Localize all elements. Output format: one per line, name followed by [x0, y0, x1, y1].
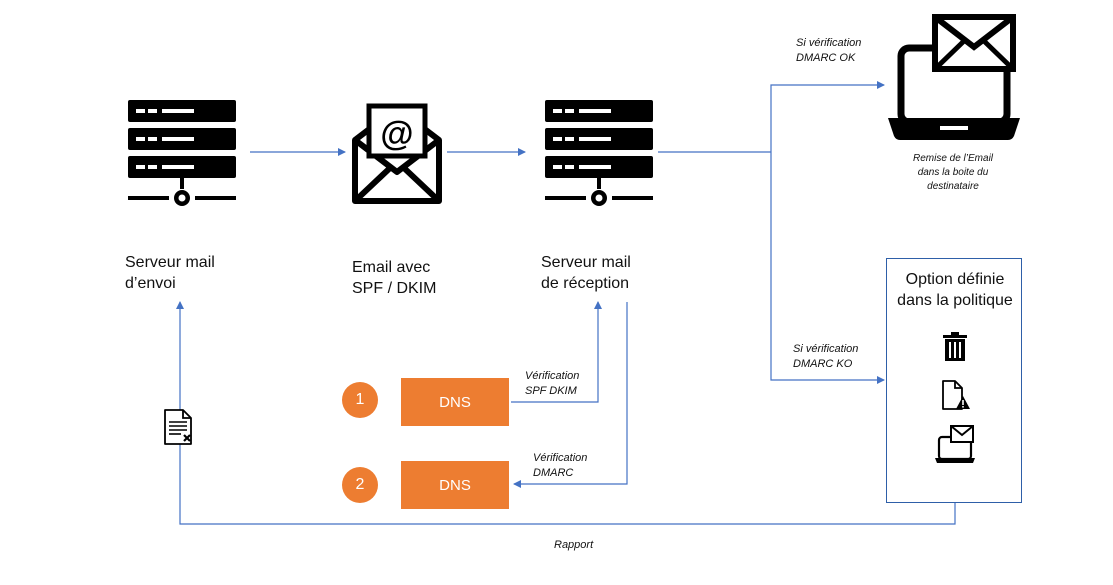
- report-label: Rapport: [554, 539, 594, 551]
- branch-ko-label: Si vérification DMARC KO: [793, 343, 859, 370]
- email-label: Email avec SPF / DKIM: [352, 259, 437, 297]
- svg-text:@: @: [380, 115, 413, 153]
- step-badge: 1: [342, 382, 378, 418]
- arrow-dns1-to-receiver: [511, 301, 602, 403]
- dns-box: DNS: [401, 378, 509, 426]
- email-envelope-icon: @: [352, 103, 442, 204]
- arrow-report: [176, 301, 956, 525]
- server-icon: [545, 100, 653, 206]
- dns-check-label: Vérification DMARC: [533, 452, 588, 479]
- policy-option-title: Option définie dans la politique: [897, 271, 1013, 309]
- dns-check-label: Vérification SPF DKIM: [525, 370, 580, 397]
- policy-option-box: Option définie dans la politique: [886, 258, 1022, 503]
- dns-box: DNS: [401, 461, 509, 509]
- delivery-label: Remise de l’Email dans la boite du desti…: [912, 153, 994, 192]
- report-document-icon: [164, 409, 192, 445]
- document-warning-icon: [942, 380, 970, 410]
- arrow-branch-ko: [770, 152, 885, 384]
- step-badge: 2: [342, 467, 378, 503]
- server-icon: [128, 100, 236, 206]
- branch-ok-label: Si vérification DMARC OK: [796, 37, 862, 64]
- small-laptop-mail-icon: [935, 425, 975, 463]
- sender-server-label: Serveur mail d’envoi: [125, 254, 215, 292]
- trash-icon: [943, 332, 967, 361]
- laptop-mail-icon: [888, 14, 1020, 140]
- receiver-server-label: Serveur mail de réception: [541, 254, 631, 292]
- arrow-receiver-to-dns2: [513, 302, 628, 488]
- arrow-branch-ok: [770, 81, 885, 152]
